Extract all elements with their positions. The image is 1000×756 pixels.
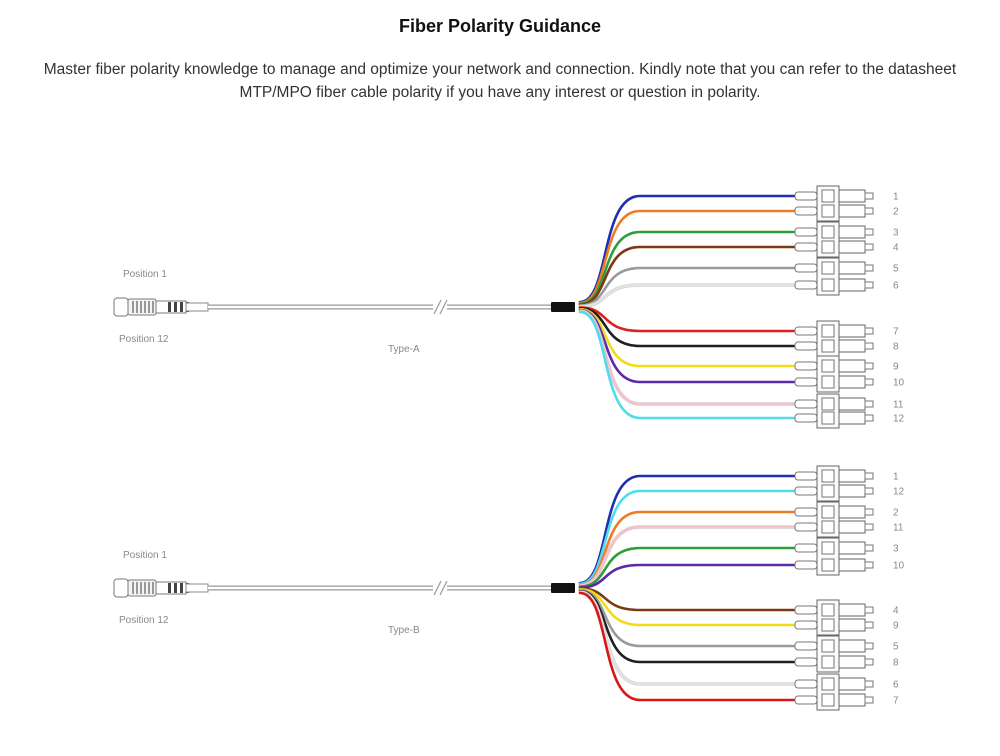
type-b-fiber-5 xyxy=(578,588,797,648)
type-b-fiber-10 xyxy=(578,563,797,589)
type-b-fiber-label-8: 8 xyxy=(893,658,899,669)
type-b-position-top-label: Position 1 xyxy=(123,550,167,561)
type-a-fiber-4 xyxy=(578,245,797,307)
type-b-type-label: Type-B xyxy=(388,625,420,636)
type-b-fiber-label-12: 12 xyxy=(893,487,905,498)
type-a-position-bottom-label: Position 12 xyxy=(119,334,169,345)
type-a-breakout-boot xyxy=(551,302,575,312)
type-b-fiber-label-3: 3 xyxy=(893,544,899,555)
type-b-fiber-label-4: 4 xyxy=(893,606,899,617)
type-b-breakout-boot xyxy=(551,583,575,593)
page-title: Fiber Polarity Guidance xyxy=(398,16,602,36)
type-b-position-bottom-label: Position 12 xyxy=(119,615,169,626)
type-a-fiber-9 xyxy=(578,307,797,368)
type-b-fiber-label-1: 1 xyxy=(893,472,899,483)
type-b-lc-connector-4 xyxy=(794,599,874,636)
type-a-fiber-3 xyxy=(578,230,797,306)
type-b-fiber-4 xyxy=(578,587,797,612)
type-a-fiber-label-3: 3 xyxy=(893,228,899,239)
type-a-fiber-label-7: 7 xyxy=(893,327,899,338)
type-b-lc-connector-3 xyxy=(794,537,874,576)
type-b-lc-connector-1 xyxy=(794,465,874,502)
type-a-fiber-label-4: 4 xyxy=(893,243,899,254)
type-a-fiber-5 xyxy=(578,266,797,307)
type-a-fiber-12 xyxy=(578,310,797,420)
type-a-fiber-label-9: 9 xyxy=(893,362,899,373)
type-a-fiber-label-1: 1 xyxy=(893,192,899,203)
type-b-fiber-label-2: 2 xyxy=(893,508,899,519)
type-b-lc-connector-2 xyxy=(794,501,874,538)
type-b-fiber-11 xyxy=(578,525,797,588)
type-a-lc-connector-4 xyxy=(794,320,874,357)
type-b-fiber-label-10: 10 xyxy=(893,561,905,572)
type-a-fiber-8 xyxy=(578,307,797,348)
type-a-lc-connector-2 xyxy=(794,221,874,258)
type-a-fiber-label-8: 8 xyxy=(893,342,899,353)
type-b-fiber-7 xyxy=(578,591,797,702)
type-a-position-top-label: Position 1 xyxy=(123,269,167,280)
type-b-fiber-8 xyxy=(578,589,797,664)
type-a-lc-connector-5 xyxy=(794,355,874,393)
type-b-fiber-label-9: 9 xyxy=(893,621,899,632)
type-a-lc-connector-6 xyxy=(794,393,874,429)
type-a-fiber-label-12: 12 xyxy=(893,414,905,425)
type-b-fiber-3 xyxy=(578,546,797,588)
type-a-fiber-label-11: 11 xyxy=(893,400,904,411)
type-b-lc-connector-6 xyxy=(794,673,874,711)
type-b-mtp-connector xyxy=(113,578,209,598)
type-b-fiber-label-6: 6 xyxy=(893,680,899,691)
type-a-fiber-label-2: 2 xyxy=(893,207,899,218)
type-a-fiber-6 xyxy=(578,283,797,308)
type-a-mtp-connector xyxy=(113,297,209,317)
type-a-fiber-label-6: 6 xyxy=(893,281,899,292)
type-a-cable-break-mark xyxy=(433,299,448,315)
type-a-fiber-label-10: 10 xyxy=(893,378,905,389)
type-a-fiber-label-5: 5 xyxy=(893,264,899,275)
type-a-type-label: Type-A xyxy=(388,344,420,355)
type-a-fiber-2 xyxy=(578,209,797,305)
type-a-lc-connector-3 xyxy=(794,257,874,296)
type-a-lc-connector-1 xyxy=(794,185,874,222)
type-b-cable-break-mark xyxy=(433,580,448,596)
type-b-fiber-label-7: 7 xyxy=(893,696,899,707)
type-b-diagram: Position 1 Position 12 Type-B 1 12 2 11 3 10 4 9 5 8… xyxy=(113,465,905,711)
intro-paragraph: Master fiber polarity knowledge to manag… xyxy=(43,61,957,101)
type-b-fiber-9 xyxy=(578,588,797,627)
type-a-fiber-7 xyxy=(578,306,797,333)
type-b-lc-connector-5 xyxy=(794,635,874,673)
type-b-fiber-label-5: 5 xyxy=(893,642,899,653)
type-b-fiber-12 xyxy=(578,489,797,586)
type-b-fiber-label-11: 11 xyxy=(893,523,904,534)
